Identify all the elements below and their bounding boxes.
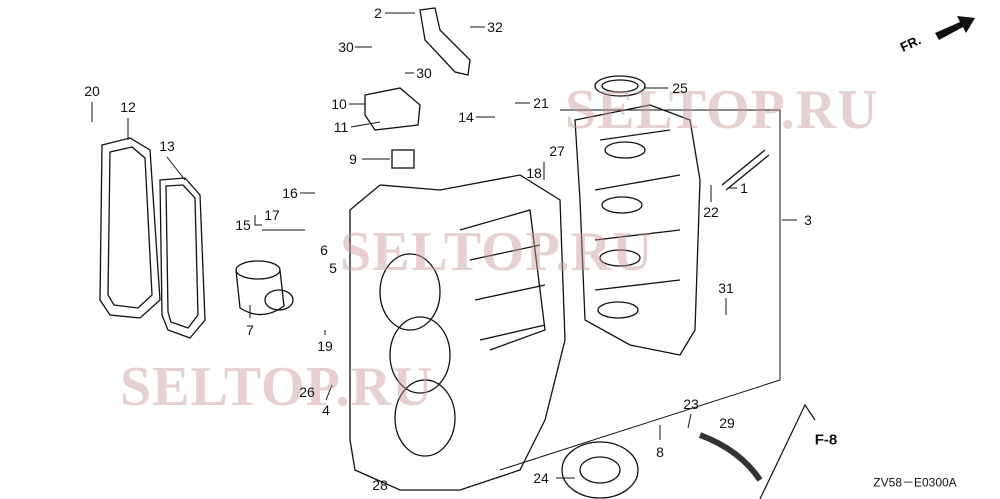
part-label-13[interactable]: 13 [159, 138, 175, 154]
bearing [561, 441, 639, 499]
part-label-24[interactable]: 24 [533, 470, 549, 486]
part-label-25[interactable]: 25 [672, 80, 688, 96]
part-label-26[interactable]: 26 [299, 384, 315, 400]
thermostat [391, 149, 415, 169]
part-label-5[interactable]: 5 [329, 260, 337, 276]
part-label-2[interactable]: 2 [374, 5, 382, 21]
part-label-7[interactable]: 7 [246, 322, 254, 338]
bracket [419, 7, 471, 76]
part-label-19[interactable]: 19 [317, 338, 333, 354]
part-label-32[interactable]: 32 [487, 19, 503, 35]
part-label-29[interactable]: 29 [719, 415, 735, 431]
cylinder-block [349, 174, 566, 491]
crankcase [574, 104, 701, 356]
part-label-11[interactable]: 11 [333, 119, 349, 135]
front-direction-arrow [935, 16, 975, 40]
part-label-28[interactable]: 28 [372, 477, 388, 493]
oil-seal [594, 75, 646, 97]
part-label-8[interactable]: 8 [656, 444, 664, 460]
part-label-14[interactable]: 14 [458, 109, 474, 125]
reference-label[interactable]: F-8 [814, 431, 838, 449]
part-label-12[interactable]: 12 [120, 99, 136, 115]
part-label-6[interactable]: 6 [320, 242, 328, 258]
watermark: SELTOP.RU [340, 221, 654, 283]
hose [698, 432, 763, 482]
part-label-17[interactable]: 17 [264, 207, 280, 223]
watermark: SELTOP.RU [565, 79, 879, 141]
part-label-9[interactable]: 9 [349, 151, 357, 167]
bolt [721, 149, 770, 191]
part-label-1[interactable]: 1 [740, 180, 748, 196]
gasket [159, 177, 206, 339]
watermark: SELTOP.RU [120, 356, 434, 418]
part-label-4[interactable]: 4 [322, 402, 330, 418]
part-label-31[interactable]: 31 [718, 280, 734, 296]
part-label-21[interactable]: 21 [533, 95, 549, 111]
part-label-10[interactable]: 10 [331, 96, 347, 112]
part-label-23[interactable]: 23 [683, 396, 699, 412]
drawing-code: ZV58－E0300A [873, 475, 957, 490]
part-label-20[interactable]: 20 [84, 83, 100, 99]
oil-filter [235, 260, 294, 316]
thermostat-cover [364, 87, 421, 131]
part-label-30[interactable]: 30 [416, 65, 432, 81]
part-label-27[interactable]: 27 [549, 143, 565, 159]
part-label-3[interactable]: 3 [804, 212, 812, 228]
part-label-22[interactable]: 22 [703, 204, 719, 220]
cover-plate [99, 137, 161, 319]
part-label-15[interactable]: 15 [235, 217, 251, 233]
part-label-30[interactable]: 30 [338, 39, 354, 55]
part-label-16[interactable]: 16 [282, 185, 298, 201]
part-label-18[interactable]: 18 [526, 165, 542, 181]
